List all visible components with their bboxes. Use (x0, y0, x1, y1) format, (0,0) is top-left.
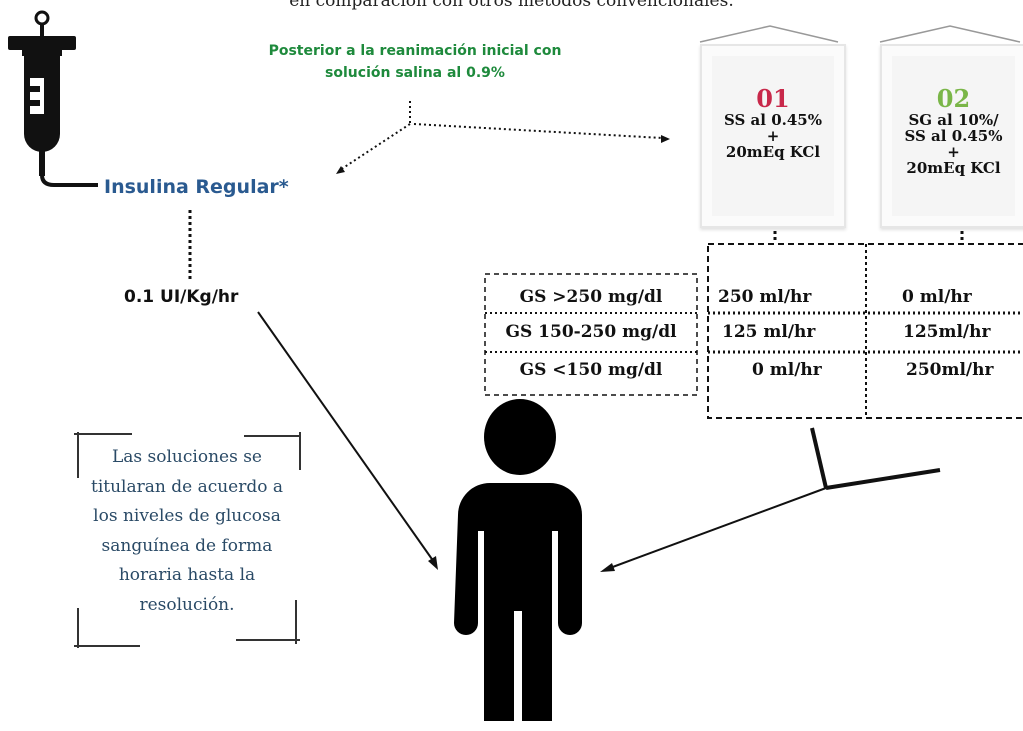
rate-sol1-row1: 250 ml/hr (718, 287, 812, 307)
solution-text: SS al 0.45% + 20mEq KCl (724, 111, 822, 161)
solution-number: 02 (936, 84, 971, 113)
rate-sol2-row3: 250ml/hr (906, 360, 994, 380)
glucose-range-row-2: GS 150-250 mg/dl (505, 322, 677, 342)
solution-number: 01 (756, 84, 790, 113)
glucose-range-row-1: GS >250 mg/dl (519, 287, 663, 307)
titration-note: Las soluciones se titularan de acuerdo a… (90, 447, 284, 615)
insulin-label: Insulina Regular* (104, 176, 289, 198)
rate-sol2-row2: 125ml/hr (903, 322, 991, 342)
rate-sol1-row2: 125 ml/hr (722, 322, 816, 342)
top-caption: en comparación con otros métodos convenc… (289, 0, 734, 11)
solution-frame-02: 02 SG al 10%/ SS al 0.45% + 20mEq KCl (880, 44, 1023, 228)
solution-text: SG al 10%/ SS al 0.45% + 20mEq KCl (904, 111, 1003, 177)
insulin-dose: 0.1 UI/Kg/hr (124, 287, 239, 307)
rate-sol1-row3: 0 ml/hr (752, 360, 822, 380)
person-icon (454, 399, 582, 721)
iv-bag-icon (8, 10, 98, 187)
post-resuscitation-note: Posterior a la reanimación inicial con s… (268, 43, 562, 81)
solution-frame-01: 01 SS al 0.45% + 20mEq KCl (700, 44, 846, 228)
glucose-range-row-3: GS <150 mg/dl (519, 360, 663, 380)
rate-sol2-row1: 0 ml/hr (902, 287, 972, 307)
